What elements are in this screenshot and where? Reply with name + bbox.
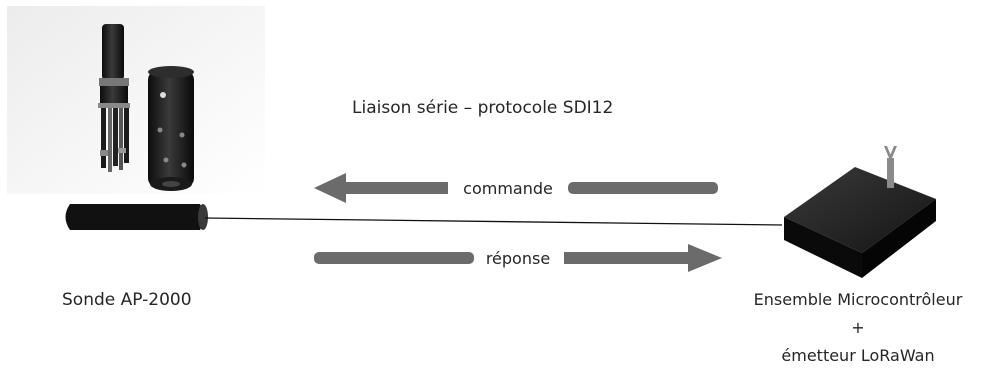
command-arrow — [314, 173, 718, 203]
controller-label-line2: + — [851, 318, 864, 337]
controller-box-icon — [784, 146, 936, 278]
probe-cap — [148, 66, 194, 191]
command-label: commande — [463, 179, 553, 198]
probe-body — [98, 24, 130, 172]
serial-cable — [65, 204, 783, 230]
probe-label: Sonde AP-2000 — [62, 290, 192, 310]
link-label: Liaison série – protocole SDI12 — [352, 98, 613, 118]
controller-label-line3: émetteur LoRaWan — [781, 346, 934, 365]
probe-photo — [7, 6, 265, 194]
controller-label-line1: Ensemble Microcontrôleur — [754, 290, 963, 309]
antenna-icon — [884, 146, 897, 188]
response-label: réponse — [486, 249, 550, 268]
response-arrow — [314, 244, 722, 272]
